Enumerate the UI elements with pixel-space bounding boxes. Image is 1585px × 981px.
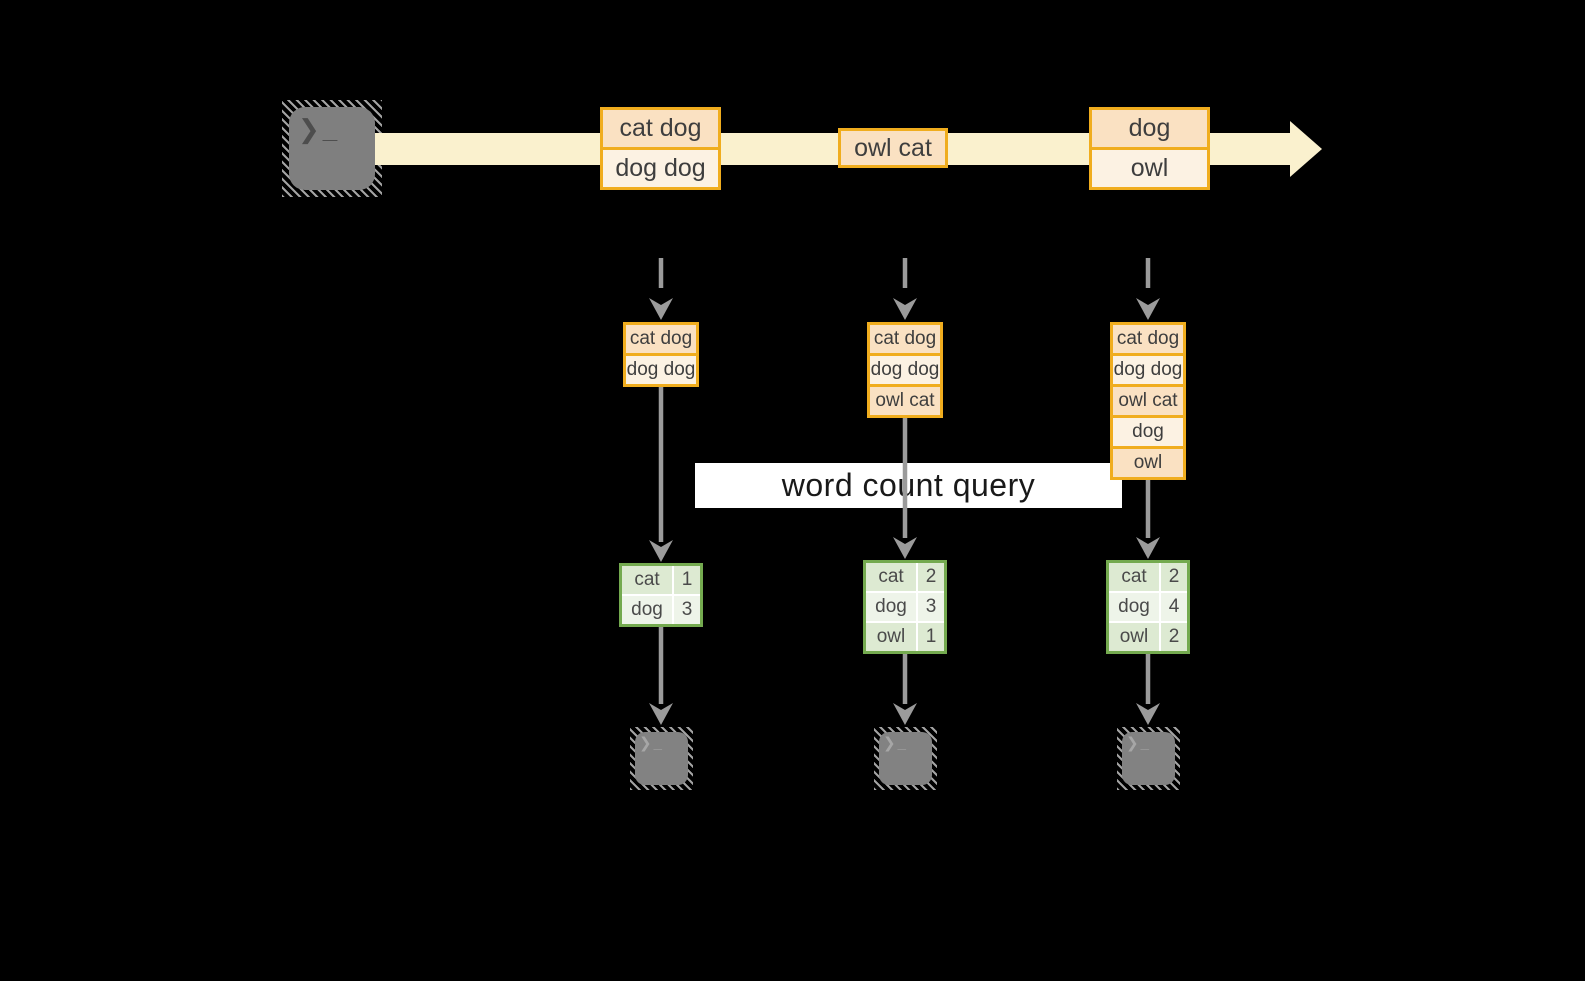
word-cell: cat: [622, 566, 672, 594]
count-cell: 2: [918, 563, 944, 591]
arrowhead-icon: [649, 540, 673, 562]
input-table-t1: cat dog dog dog: [623, 322, 699, 387]
arrowhead-icon: [893, 703, 917, 725]
stack-row: cat dog: [870, 325, 940, 353]
source-terminal-icon: ❯_: [282, 100, 382, 197]
result-table-t2: cat 2 dog 3 owl 1: [863, 560, 947, 654]
terminal-prompt-icon: ❯_: [1126, 735, 1151, 752]
terminal-icon-body: [879, 732, 932, 785]
result-table-t1: cat 1 dog 3: [619, 563, 703, 627]
terminal-prompt-icon: ❯_: [298, 114, 341, 144]
terminal-prompt-icon: ❯_: [883, 735, 908, 752]
stack-row: dog dog: [626, 356, 696, 384]
arrowhead-icon: [1136, 298, 1160, 320]
stack-row: dog: [1113, 418, 1183, 446]
count-cell: 1: [674, 566, 700, 594]
arrowhead-icon: [893, 537, 917, 559]
stream-record: cat dog: [603, 110, 718, 147]
arrowhead-icon: [1136, 703, 1160, 725]
sink-terminal-icon: ❯_: [630, 727, 693, 790]
stream-record: owl cat: [841, 131, 945, 165]
count-cell: 2: [1161, 563, 1187, 591]
arrowhead-icon: [1136, 537, 1160, 559]
count-cell: 3: [674, 596, 700, 624]
word-cell: owl: [1109, 623, 1159, 651]
stack-row: owl cat: [870, 387, 940, 415]
word-cell: cat: [1109, 563, 1159, 591]
word-cell: cat: [866, 563, 916, 591]
stream-batch-2: owl cat: [838, 128, 948, 168]
count-cell: 1: [918, 623, 944, 651]
input-table-t3: cat dog dog dog owl cat dog owl: [1110, 322, 1186, 480]
word-cell: dog: [866, 593, 916, 621]
stack-row: owl: [1113, 449, 1183, 477]
arrowhead-icon: [893, 298, 917, 320]
input-table-t2: cat dog dog dog owl cat: [867, 322, 943, 418]
word-cell: dog: [622, 596, 672, 624]
word-cell: dog: [1109, 593, 1159, 621]
count-cell: 2: [1161, 623, 1187, 651]
word-cell: owl: [866, 623, 916, 651]
stream-record: dog: [1092, 110, 1207, 147]
stream-batch-1: cat dog dog dog: [600, 107, 721, 190]
terminal-icon-body: [1122, 732, 1175, 785]
stack-row: cat dog: [1113, 325, 1183, 353]
stream-record: dog dog: [603, 150, 718, 187]
count-cell: 4: [1161, 593, 1187, 621]
result-table-t3: cat 2 dog 4 owl 2: [1106, 560, 1190, 654]
stream-record: owl: [1092, 150, 1207, 187]
sink-terminal-icon: ❯_: [1117, 727, 1180, 790]
stack-row: cat dog: [626, 325, 696, 353]
query-banner: word count query: [695, 463, 1122, 508]
stack-row: dog dog: [1113, 356, 1183, 384]
stack-row: dog dog: [870, 356, 940, 384]
arrowhead-icon: [649, 703, 673, 725]
count-cell: 3: [918, 593, 944, 621]
stream-batch-3: dog owl: [1089, 107, 1210, 190]
stack-row: owl cat: [1113, 387, 1183, 415]
terminal-prompt-icon: ❯_: [639, 735, 664, 752]
terminal-icon-body: [635, 732, 688, 785]
terminal-icon-body: [289, 107, 375, 190]
arrowhead-icon: [649, 298, 673, 320]
sink-terminal-icon: ❯_: [874, 727, 937, 790]
input-stream-arrowhead-icon: [1290, 121, 1322, 177]
